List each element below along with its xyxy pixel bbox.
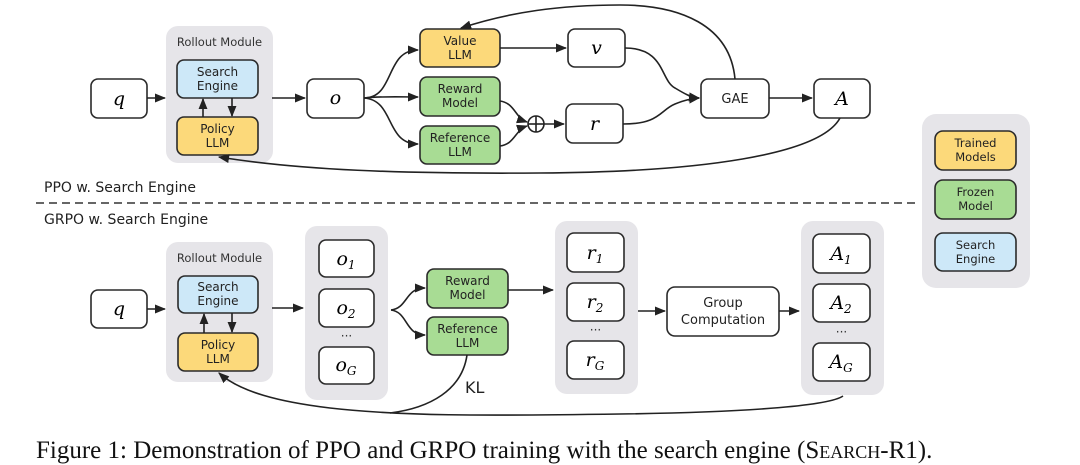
grpo-group-computation-box (666, 286, 780, 337)
grpo-kl-curve (389, 354, 468, 414)
ppo-o-to-reference-arrow (363, 97, 420, 149)
caption-suffix: -R1). (880, 437, 933, 464)
caption-method-name: Search (805, 437, 881, 464)
grpo-reward-item: r2 (566, 282, 625, 322)
ppo-sum-operator-icon (527, 115, 545, 133)
svg-text:AG: AG (827, 351, 853, 375)
grpo-kl-label: KL (465, 378, 484, 397)
caption-prefix: Figure 1: Demonstration of PPO and GRPO … (36, 437, 806, 464)
figure-caption: Figure 1: Demonstration of PPO and GRPO … (36, 437, 932, 465)
grpo-rollout-title: Rollout Module (177, 251, 262, 265)
grpo-advantage-item: AG (812, 342, 871, 382)
grpo-outputs-ellipsis: ··· (341, 329, 352, 343)
ppo-output-label: o (330, 87, 341, 109)
grpo-rewards-ellipsis: ··· (590, 323, 601, 337)
ppo-policy-llm-box (176, 116, 259, 156)
ppo-reference-llm-box (419, 125, 501, 165)
ppo-o-to-value-arrow (363, 45, 420, 99)
grpo-output-item: oG (318, 346, 375, 385)
grpo-reference-llm-box (426, 316, 509, 356)
svg-text:r2: r2 (587, 291, 604, 315)
ppo-search-engine-box (176, 59, 259, 99)
grpo-reward-model-box (426, 268, 509, 309)
grpo-reward-item: r1 (566, 232, 625, 273)
grpo-advantages-ellipsis: ··· (836, 325, 847, 339)
grpo-search-engine-box (177, 275, 259, 314)
grpo-reward-item: rG (566, 340, 625, 380)
grpo-section-label: GRPO w. Search Engine (44, 212, 208, 228)
ppo-value-label: v (591, 37, 602, 59)
grpo-advantage-to-policy-feedback-arrow (218, 372, 844, 416)
grpo-outputs-to-reward-arrow (390, 283, 427, 311)
grpo-output-item: o1 (318, 239, 375, 278)
ppo-r-to-gae-arrow (622, 94, 701, 125)
ppo-section-label: PPO w. Search Engine (44, 180, 196, 196)
grpo-output-item: o2 (318, 288, 375, 328)
ppo-rollout-title: Rollout Module (177, 35, 262, 49)
ppo-advantage-box (813, 78, 871, 119)
ppo-gae-to-value-feedback-arrow (459, 4, 736, 80)
svg-text:r1: r1 (587, 242, 604, 266)
ppo-reward-model-box (419, 76, 501, 117)
ppo-reference-to-sum-arrow (499, 124, 529, 147)
grpo-outputs-to-reference-arrow (390, 309, 427, 340)
ppo-v-to-gae-arrow (624, 47, 701, 102)
ppo-reward-label: r (590, 113, 601, 135)
grpo-query-label: q (113, 298, 125, 320)
ppo-advantage-to-policy-feedback-arrow (217, 117, 841, 174)
grpo-policy-llm-box (177, 332, 259, 372)
svg-text:A2: A2 (828, 292, 851, 316)
svg-text:o1: o1 (336, 248, 355, 272)
ppo-query-label: q (113, 88, 125, 110)
ppo-gae-label: GAE (721, 92, 748, 107)
svg-text:oG: oG (335, 354, 356, 378)
ppo-o-to-reward-arrow (363, 92, 420, 102)
grpo-advantage-item: A2 (812, 283, 871, 323)
svg-text:o2: o2 (336, 297, 355, 321)
grpo-advantage-item: A1 (812, 233, 871, 274)
ppo-advantage-label: A (833, 88, 849, 110)
ppo-reward-to-sum-arrow (499, 100, 529, 124)
svg-text:A1: A1 (828, 243, 851, 267)
svg-text:rG: rG (586, 349, 605, 373)
